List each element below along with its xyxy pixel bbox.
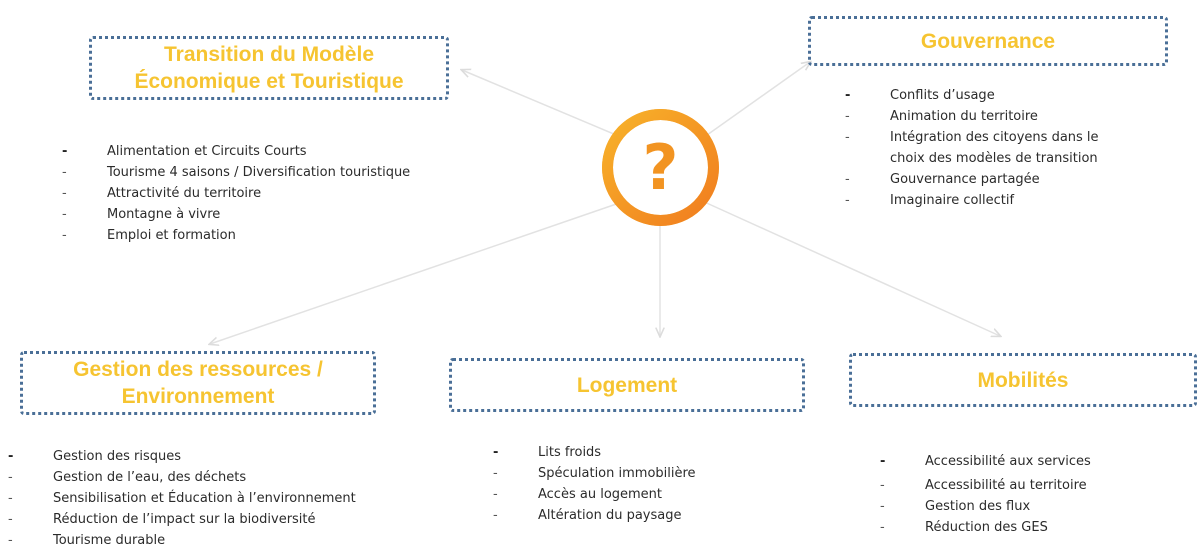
- list-item: Tourisme durable: [8, 530, 356, 551]
- list-item: Emploi et formation: [62, 225, 410, 246]
- list-item-continuation: choix des modèles de transition: [890, 151, 1098, 166]
- list-item: Gestion des risques: [8, 446, 356, 467]
- list-item: Conflits d’usage: [845, 85, 1099, 106]
- question-mark-icon: ?: [642, 131, 679, 204]
- list-item: Imaginaire collectif: [845, 190, 1099, 211]
- topic-title-mobilites: Mobilités: [849, 353, 1197, 407]
- list-item: Alimentation et Circuits Courts: [62, 141, 410, 162]
- topic-list-mobilites: Accessibilité aux services Accessibilité…: [880, 451, 1091, 538]
- list-item: Attractivité du territoire: [62, 183, 410, 204]
- connector-mobilites: [699, 199, 1000, 336]
- list-item: Altération du paysage: [493, 505, 696, 526]
- topic-list-ressources: Gestion des risques Gestion de l’eau, de…: [8, 446, 356, 551]
- list-item: Gouvernance partagée: [845, 169, 1099, 190]
- connector-transition: [462, 70, 629, 141]
- topic-title-transition-line2: Économique et Touristique: [134, 70, 404, 93]
- topic-title-gouvernance: Gouvernance: [808, 16, 1168, 66]
- list-item: Accès au logement: [493, 484, 696, 505]
- list-item: Spéculation immobilière: [493, 463, 696, 484]
- topic-title-ressources: Gestion des ressources / Environnement: [20, 351, 376, 415]
- list-item: Réduction des GES: [880, 517, 1091, 538]
- list-item: Intégration des citoyens dans le: [845, 127, 1099, 148]
- list-item: Animation du territoire: [845, 106, 1099, 127]
- list-item: Tourisme 4 saisons / Diversification tou…: [62, 162, 410, 183]
- list-item: Gestion des flux: [880, 496, 1091, 517]
- connector-ressources: [210, 199, 629, 344]
- topic-title-transition: Transition du Modèle Économique et Touri…: [89, 36, 449, 100]
- connector-gouvernance: [699, 62, 810, 141]
- topic-title-ressources-line2: Environnement: [121, 385, 275, 408]
- topic-list-transition: Alimentation et Circuits Courts Tourisme…: [62, 141, 410, 246]
- center-question-circle: ?: [602, 109, 719, 226]
- list-item: Accessibilité au territoire: [880, 475, 1091, 496]
- topic-title-ressources-line1: Gestion des ressources /: [73, 358, 323, 381]
- list-item: Accessibilité aux services: [880, 451, 1091, 472]
- list-item: Lits froids: [493, 442, 696, 463]
- list-item: Sensibilisation et Éducation à l’environ…: [8, 488, 356, 509]
- topic-list-gouvernance: Conflits d’usage Animation du territoire…: [845, 85, 1099, 211]
- topic-title-logement: Logement: [449, 358, 805, 412]
- list-item: Montagne à vivre: [62, 204, 410, 225]
- topic-title-transition-line1: Transition du Modèle: [163, 43, 374, 66]
- list-item: Gestion de l’eau, des déchets: [8, 467, 356, 488]
- topic-list-logement: Lits froids Spéculation immobilière Accè…: [493, 442, 696, 526]
- list-item: Réduction de l’impact sur la biodiversit…: [8, 509, 356, 530]
